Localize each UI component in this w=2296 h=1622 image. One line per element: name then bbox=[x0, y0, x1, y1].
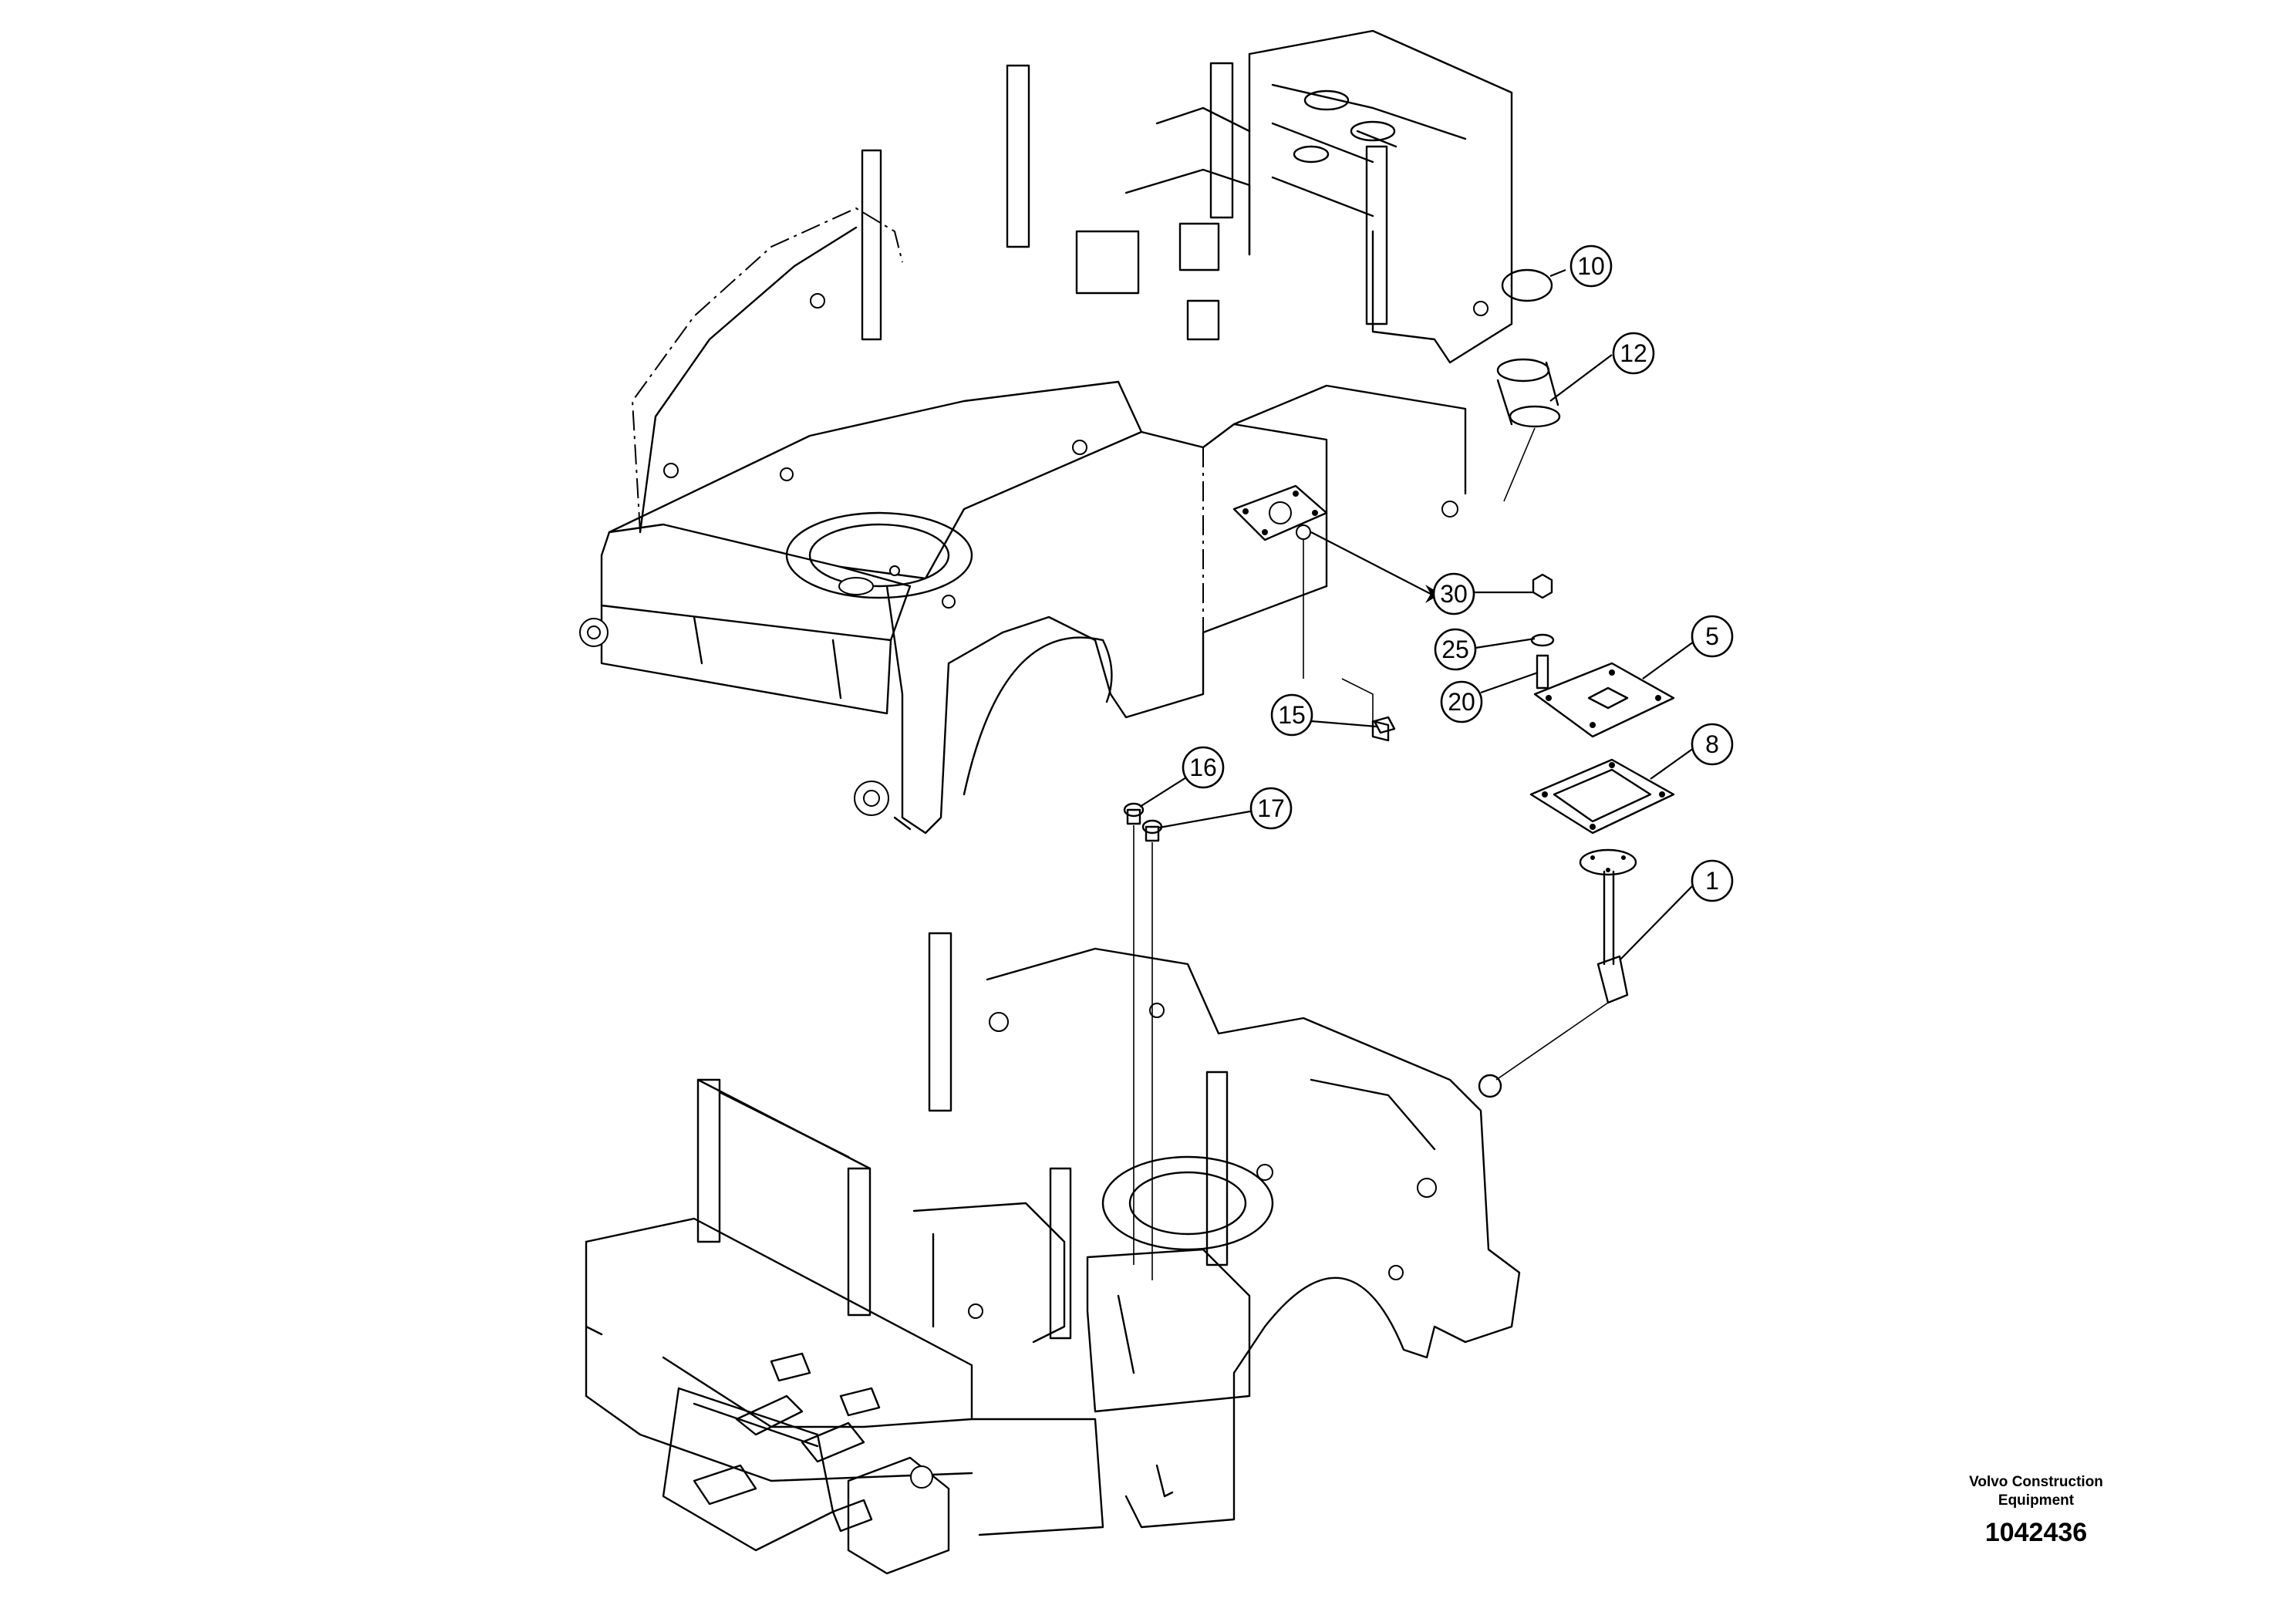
svg-text:20: 20 bbox=[1448, 688, 1475, 716]
filler-cap bbox=[1501, 268, 1553, 302]
cover-plate bbox=[1533, 662, 1675, 738]
svg-text:17: 17 bbox=[1257, 794, 1285, 822]
balloon-12: 12 bbox=[1612, 332, 1655, 375]
balloon-20: 20 bbox=[1440, 680, 1483, 723]
svg-text:5: 5 bbox=[1705, 622, 1719, 650]
balloon-10: 10 bbox=[1569, 244, 1613, 288]
svg-text:12: 12 bbox=[1620, 339, 1647, 367]
balloon-1: 1 bbox=[1691, 859, 1734, 902]
lower-frame bbox=[585, 932, 1521, 1575]
nut bbox=[1532, 573, 1553, 599]
balloon-8: 8 bbox=[1691, 723, 1734, 766]
balloon-15: 15 bbox=[1270, 693, 1313, 737]
svg-text:1: 1 bbox=[1705, 867, 1719, 895]
fuel-level-sender bbox=[1579, 848, 1637, 876]
balloon-17: 17 bbox=[1249, 787, 1293, 830]
brand-line-1: Volvo Construction bbox=[1969, 1474, 2103, 1490]
brand-label: Volvo Construction Equipment bbox=[1905, 1473, 2167, 1510]
callouts: 10 12 30 25 20 5 15 8 16 17 1 bbox=[1139, 244, 1734, 961]
svg-text:15: 15 bbox=[1278, 701, 1306, 729]
drain-plug bbox=[1373, 716, 1396, 734]
exploded-parts bbox=[1123, 268, 1675, 1280]
balloon-5: 5 bbox=[1691, 615, 1734, 658]
svg-text:30: 30 bbox=[1440, 580, 1468, 608]
gasket bbox=[1529, 758, 1675, 835]
svg-text:10: 10 bbox=[1577, 252, 1605, 280]
bolt bbox=[1123, 802, 1145, 818]
drawing-number: 1042436 bbox=[1984, 1518, 2088, 1547]
balloon-16: 16 bbox=[1182, 746, 1225, 789]
balloon-25: 25 bbox=[1434, 628, 1477, 671]
brand-line-2: Equipment bbox=[1998, 1492, 2075, 1509]
balloon-30: 30 bbox=[1432, 572, 1475, 615]
upper-frame bbox=[579, 29, 1513, 835]
washer bbox=[1530, 633, 1555, 647]
svg-text:16: 16 bbox=[1189, 754, 1217, 781]
svg-text:25: 25 bbox=[1441, 636, 1469, 663]
svg-text:8: 8 bbox=[1705, 730, 1719, 758]
screw bbox=[1536, 654, 1549, 690]
